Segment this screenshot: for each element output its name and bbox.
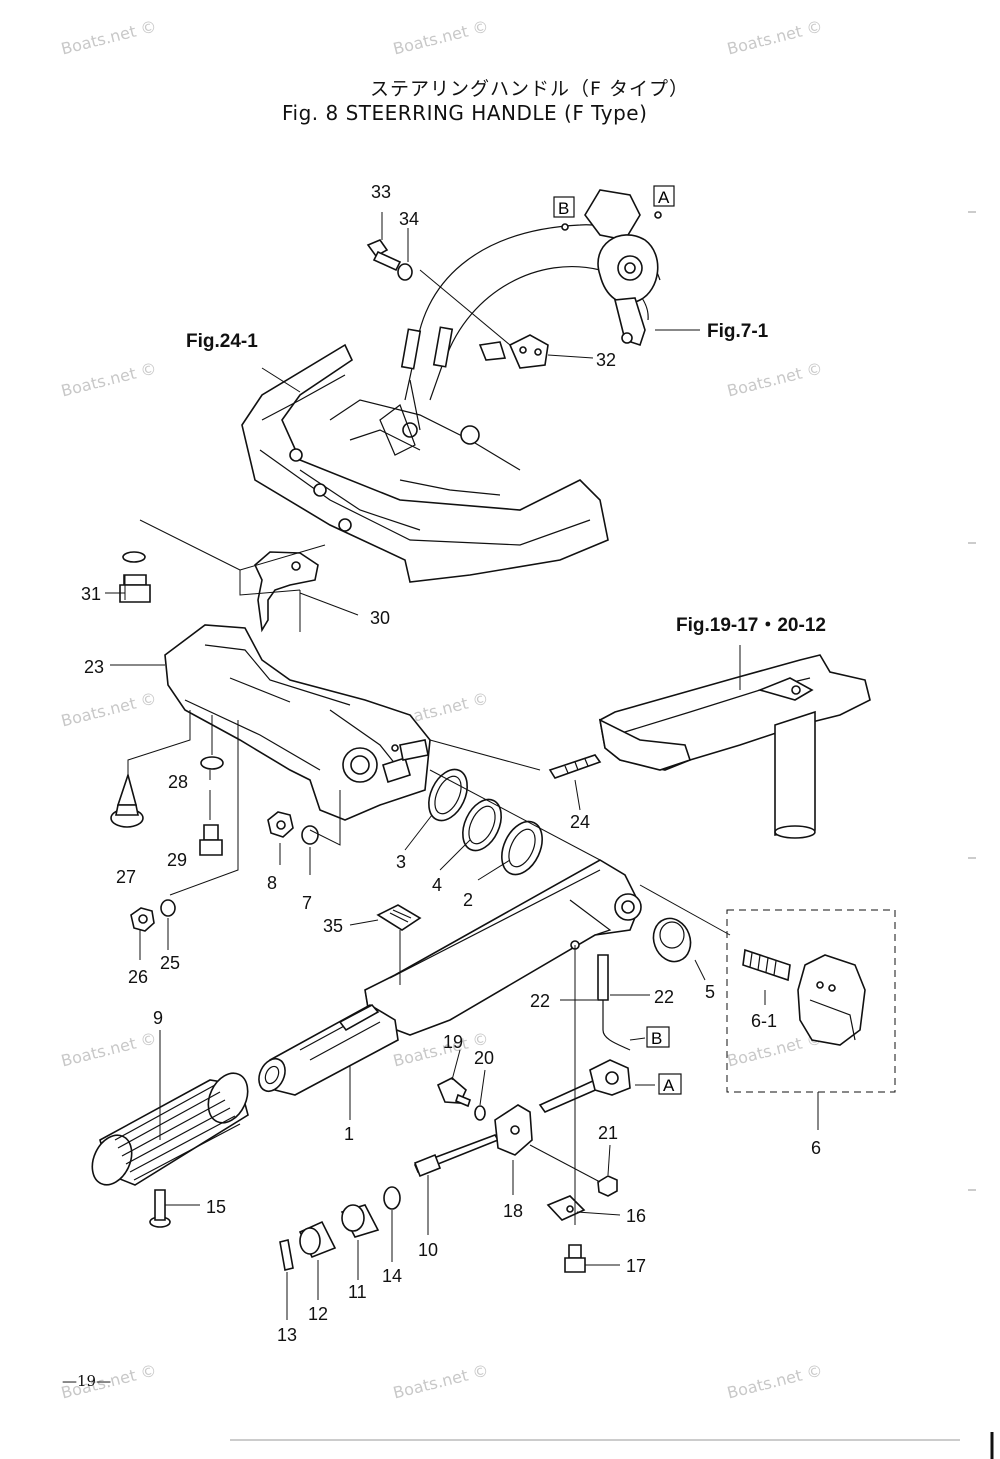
bolt-17	[564, 1244, 586, 1273]
callout-9: 9	[153, 1008, 163, 1028]
steering-bracket-23	[164, 624, 431, 821]
box-label-b-top: B	[553, 196, 575, 218]
callout-6-1: 6-1	[751, 1011, 777, 1031]
bracket-30	[254, 551, 319, 633]
cap-5	[652, 917, 692, 963]
callout-22-left: 22	[530, 991, 550, 1011]
tiller-end-6	[797, 954, 866, 1046]
callout-6: 6	[811, 1138, 821, 1158]
callout-35: 35	[323, 916, 343, 936]
nut-26	[130, 907, 155, 932]
bolt-33	[366, 239, 402, 272]
joint-12	[298, 1220, 337, 1259]
washer-4	[462, 798, 502, 852]
bolt-31	[119, 574, 151, 603]
callout-31: 31	[81, 584, 101, 604]
washer-28	[200, 756, 224, 770]
callout-2: 2	[463, 890, 473, 910]
grommet-27	[110, 772, 144, 828]
washer-3	[428, 768, 468, 822]
callout-3: 3	[396, 852, 406, 872]
rod-10	[413, 1134, 500, 1178]
page-number: —19—	[62, 1372, 112, 1390]
svg-text:A: A	[663, 1076, 675, 1095]
fig-7-1-reference: Fig.7-1	[707, 321, 769, 342]
callout-5: 5	[705, 982, 715, 1002]
pin-24	[548, 754, 602, 779]
o-ring-20	[474, 1105, 486, 1121]
callout-23: 23	[84, 657, 104, 677]
callout-27: 27	[116, 867, 136, 887]
callout-28: 28	[168, 772, 188, 792]
nut-21	[597, 1175, 618, 1197]
svg-text:B: B	[558, 199, 569, 218]
callout-15: 15	[206, 1197, 226, 1217]
callout-29: 29	[167, 850, 187, 870]
bushing-14	[383, 1186, 401, 1210]
washer-7	[301, 825, 319, 845]
box-label-b-bottom: B	[646, 1026, 670, 1048]
knob-19	[436, 1077, 471, 1108]
bottom-cowl-part	[241, 343, 609, 583]
callout-1: 1	[344, 1124, 354, 1144]
callout-19: 19	[443, 1032, 463, 1052]
callout-33: 33	[371, 182, 391, 202]
cable-end-rod	[538, 1059, 631, 1113]
bracket-18	[494, 1104, 533, 1156]
callout-32: 32	[596, 350, 616, 370]
bushing-2	[501, 820, 543, 876]
control-lever-assembly	[561, 189, 662, 347]
callout-12: 12	[308, 1304, 328, 1324]
callout-26: 26	[128, 967, 148, 987]
callout-16: 16	[626, 1206, 646, 1226]
callout-24: 24	[570, 812, 590, 832]
callout-8: 8	[267, 873, 277, 893]
bracket-32	[478, 334, 549, 369]
callout-30: 30	[370, 608, 390, 628]
callout-labels: 33 34 32 31 30 23 28 29 27 26 25 8 7 35 …	[81, 182, 821, 1345]
svg-text:A: A	[658, 188, 670, 207]
callout-4: 4	[432, 875, 442, 895]
label-plate-35	[376, 904, 422, 931]
box-label-a-top: A	[653, 185, 675, 207]
callout-25: 25	[160, 953, 180, 973]
callout-13: 13	[277, 1325, 297, 1345]
washer-31	[122, 551, 146, 563]
plate-16	[546, 1195, 586, 1221]
leader-lines	[105, 212, 819, 1320]
callout-18: 18	[503, 1201, 523, 1221]
callout-21: 21	[598, 1123, 618, 1143]
tiller-arm-body	[364, 859, 642, 1036]
callout-20: 20	[474, 1048, 494, 1068]
fig-24-1-reference: Fig.24-1	[186, 331, 258, 352]
box-label-a-bottom: A	[658, 1073, 682, 1095]
bolt-29	[199, 824, 223, 856]
callout-10: 10	[418, 1240, 438, 1260]
collar-11	[340, 1204, 380, 1238]
swivel-bracket-reference	[598, 654, 871, 839]
callout-11: 11	[348, 1282, 367, 1302]
cable-sleeve-22	[597, 954, 631, 1051]
figure-title: Fig. 8 STEERRING HANDLE (F Type)	[282, 101, 648, 125]
callout-22-right: 22	[654, 987, 674, 1007]
nut-8	[267, 811, 294, 838]
bolt-6-1	[742, 948, 791, 982]
inner-shaft-1	[258, 1003, 399, 1096]
washer-34	[397, 263, 413, 281]
callout-17: 17	[626, 1256, 646, 1276]
scan-margin-marks	[230, 211, 994, 1459]
throttle-grip-9	[91, 1072, 249, 1186]
svg-text:B: B	[651, 1029, 662, 1048]
screw-15	[149, 1189, 171, 1228]
fig-19-17-reference: Fig.19-17・20-12	[676, 615, 826, 636]
title-japanese: ステアリングハンドル（F タイプ）	[370, 78, 689, 100]
callout-7: 7	[302, 893, 312, 913]
callout-14: 14	[382, 1266, 402, 1286]
assembly-box-6	[726, 909, 896, 1093]
callout-34: 34	[399, 209, 419, 229]
pin-13	[279, 1239, 294, 1271]
washer-25	[160, 899, 176, 917]
